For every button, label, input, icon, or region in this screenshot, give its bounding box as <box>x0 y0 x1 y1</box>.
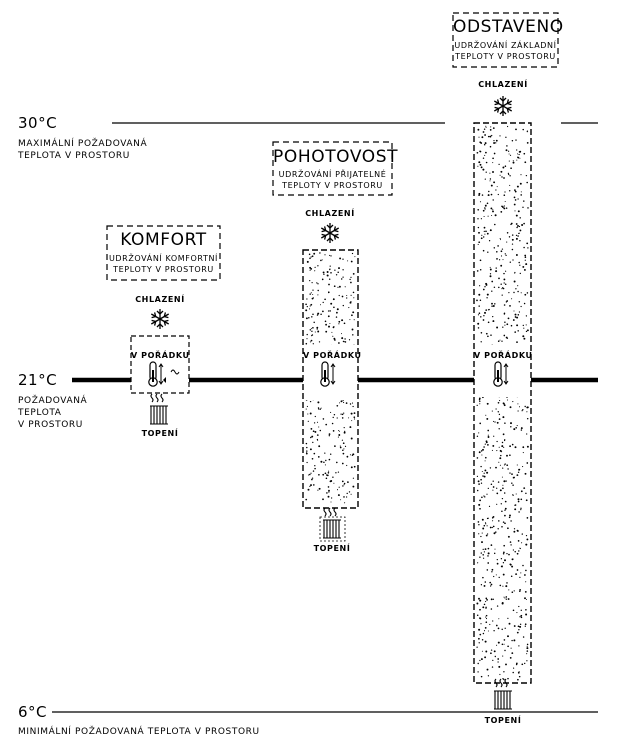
pohotovost-ok-panel <box>304 345 357 400</box>
pohotovost-desc-1: UDRŽOVÁNÍ PŘIJATELNÉ <box>278 170 387 179</box>
komfort-range-column <box>130 335 190 394</box>
thermometer-icon <box>319 361 336 388</box>
set-temp-desc-1: POŽADOVANÁ <box>18 396 88 406</box>
min-temp-value: 6°C <box>18 703 48 721</box>
max-temp-value: 30°C <box>18 114 58 132</box>
radiator-icon <box>322 507 342 539</box>
odstaveno-ok-label: V POŘÁDKU <box>474 351 533 360</box>
pohotovost-heating-frame <box>319 516 346 542</box>
odstaveno-title: ODSTAVENO <box>453 17 564 37</box>
komfort-title-box <box>106 225 221 281</box>
pohotovost-heating-label: TOPENÍ <box>313 544 351 553</box>
odstaveno-title-box <box>452 12 559 68</box>
pohotovost-title-box <box>272 141 393 196</box>
komfort-title: KOMFORT <box>120 230 207 250</box>
odstaveno-cooling-label: CHLAZENÍ <box>478 80 528 89</box>
pohotovost-desc-2: TEPLOTY V PROSTORU <box>282 181 383 190</box>
odstaveno-desc-2: TEPLOTY V PROSTORU <box>455 52 556 61</box>
thermometer-icon <box>492 361 509 388</box>
odstaveno-heating-label: TOPENÍ <box>484 716 522 725</box>
komfort-desc-1: UDRŽOVÁNÍ KOMFORTNÍ <box>108 254 219 263</box>
max-temp-desc-1: MAXIMÁLNÍ POŽADOVANÁ <box>18 139 148 149</box>
komfort-desc-2: TEPLOTY V PROSTORU <box>113 265 214 274</box>
komfort-cooling-label: CHLAZENÍ <box>135 295 185 304</box>
odstaveno-ok-panel <box>475 345 530 397</box>
odstaveno-range-column <box>473 122 532 684</box>
pohotovost-ok-label: V POŘÁDKU <box>303 351 362 360</box>
radiator-icon <box>149 393 169 425</box>
komfort-ok-label: V POŘÁDKU <box>131 351 190 360</box>
max-temp-desc-2: TEPLOTA V PROSTORU <box>18 151 130 161</box>
snowflake-icon <box>493 95 513 117</box>
pohotovost-cooling-label: CHLAZENÍ <box>305 209 355 218</box>
set-temp-desc-3: V PROSTORU <box>18 420 83 430</box>
snowflake-icon <box>150 308 170 330</box>
min-temp-desc: MINIMÁLNÍ POŽADOVANÁ TEPLOTA V PROSTORU <box>18 727 260 737</box>
snowflake-icon <box>320 222 340 244</box>
set-temp-desc-2: TEPLOTA <box>18 408 62 418</box>
komfort-heating-label: TOPENÍ <box>141 429 179 438</box>
odstaveno-desc-1: UDRŽOVÁNÍ ZÁKLADNÍ <box>454 41 557 50</box>
set-temp-value: 21°C <box>18 371 58 389</box>
pohotovost-title: POHOTOVOST <box>273 147 399 167</box>
thermometer-icon <box>147 361 180 388</box>
